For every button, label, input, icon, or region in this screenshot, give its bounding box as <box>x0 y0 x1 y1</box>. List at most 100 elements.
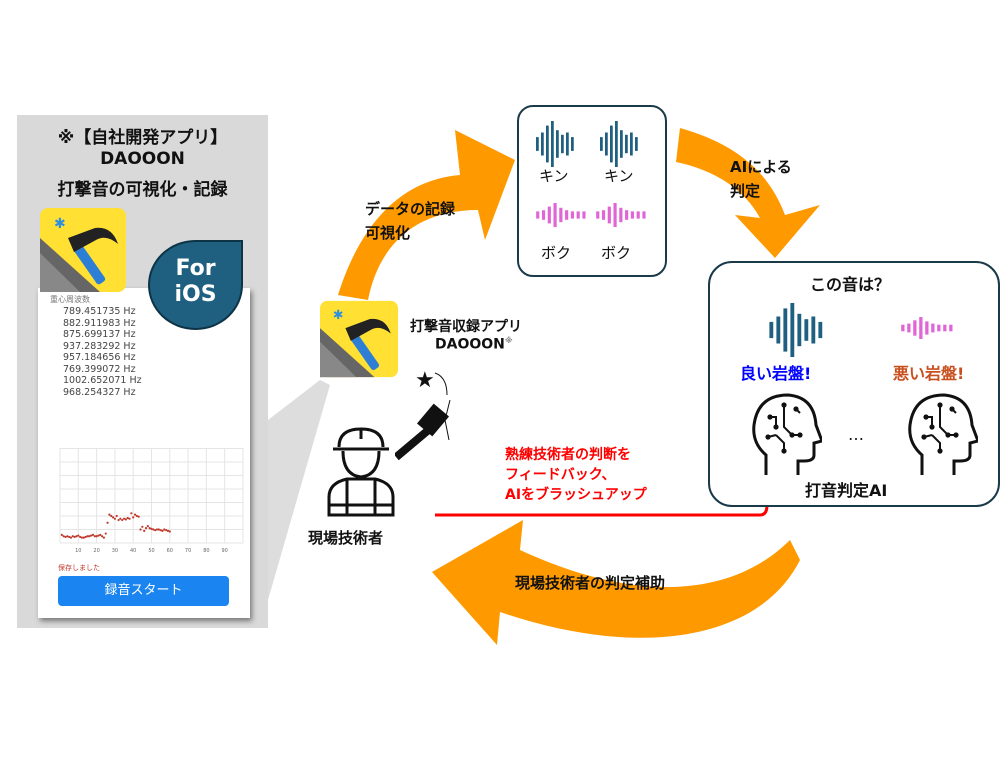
sound-data-box: キン キン ボク ボク <box>517 105 667 277</box>
feedback-line: フィードバック、 <box>505 467 616 483</box>
circuit-node <box>937 448 943 454</box>
record-start-button[interactable]: 録音スタート <box>58 576 229 606</box>
worker-icon <box>327 427 395 517</box>
waveform-bar <box>551 121 554 167</box>
badge-line: For <box>175 256 216 281</box>
data-point <box>106 521 109 524</box>
circuit-node <box>929 424 935 430</box>
waveform-bar <box>943 324 947 332</box>
data-point <box>71 535 74 538</box>
waveform-bar <box>561 134 564 154</box>
data-point <box>66 535 69 538</box>
bad-rock-label: 悪い岩盤! <box>893 364 965 383</box>
data-point <box>117 518 120 522</box>
waveform-bar <box>625 210 629 220</box>
data-point <box>141 525 144 528</box>
data-point <box>161 529 164 532</box>
feedback-text: 熟練技術者の判断を フィードバック、 AIをブラッシュアップ <box>505 445 647 505</box>
data-point <box>166 529 170 532</box>
waveform-bar <box>610 125 613 163</box>
data-point <box>135 514 138 518</box>
waveform-bar <box>570 211 574 219</box>
data-point <box>163 528 166 531</box>
data-point <box>144 527 148 530</box>
waveform-bar <box>565 210 569 220</box>
waveform-bar <box>559 207 563 223</box>
data-point <box>99 533 102 536</box>
circuit-node <box>781 448 787 454</box>
circuit-node <box>945 432 951 438</box>
data-point <box>100 535 104 538</box>
ai-judge-box: この音は？ 良い岩盤! 悪い岩盤! … 打音判定AI <box>708 261 1000 507</box>
waveform-bar <box>769 321 774 339</box>
status-text: 保存しました <box>58 564 100 572</box>
data-point <box>133 513 137 516</box>
waveform-bar <box>566 132 569 156</box>
data-point <box>143 529 146 532</box>
record-label: 可視化 <box>365 224 411 242</box>
panel-title-line: 打撃音の可視化・記録 <box>57 180 228 200</box>
kin-label: キン <box>539 167 569 185</box>
x-tick-label: 80 <box>203 548 209 554</box>
boku-waveform-icon <box>536 203 586 227</box>
waveform-bar <box>636 211 640 219</box>
circuit-node <box>921 434 927 440</box>
data-point <box>80 536 84 539</box>
waveform-bar <box>607 206 611 224</box>
data-point <box>97 534 100 537</box>
data-point <box>137 515 140 518</box>
kin-waveform-icon <box>600 121 638 167</box>
frequency-item: 769.399072 Hz <box>63 363 136 375</box>
data-point <box>115 514 118 518</box>
waveform-bar <box>615 121 618 167</box>
data-point <box>121 518 124 522</box>
waveform-bar <box>804 319 809 341</box>
frequency-item: 882.911983 Hz <box>63 317 136 329</box>
waveform-bar <box>582 211 586 219</box>
waveform-bar <box>925 321 929 335</box>
svg-text:✱: ✱ <box>54 216 66 232</box>
frequency-item: 789.451735 Hz <box>63 306 136 317</box>
data-point <box>108 513 111 516</box>
data-point <box>62 535 65 538</box>
boku-waveform-icon <box>901 317 953 339</box>
data-point <box>60 533 63 536</box>
frequency-item: 875.699137 Hz <box>63 329 136 340</box>
data-point <box>110 514 113 518</box>
x-tick-label: 30 <box>112 548 118 554</box>
head-outline <box>908 393 978 475</box>
ai-box-title: 打音判定AI <box>805 481 888 500</box>
waveform-bar <box>901 324 905 332</box>
app-name-line2: DAOOON※ <box>435 336 513 353</box>
waveform-bar <box>783 308 788 352</box>
data-point <box>159 529 162 532</box>
data-point <box>95 535 98 538</box>
data-point <box>122 517 126 520</box>
data-point <box>69 536 73 539</box>
waveform-bar <box>625 134 628 154</box>
waveform-bar <box>600 137 603 151</box>
waveform-bar <box>797 313 802 347</box>
waveform-bar <box>630 211 634 219</box>
data-point <box>128 517 131 520</box>
waveform-bar <box>949 324 953 332</box>
svg-text:★: ★ <box>415 368 435 393</box>
data-point <box>111 516 115 519</box>
data-point <box>165 529 168 532</box>
data-point <box>84 535 87 539</box>
data-point <box>132 516 135 519</box>
waveform-bar <box>536 137 539 151</box>
data-point <box>104 532 107 535</box>
circuit-node <box>953 432 959 438</box>
data-point <box>93 535 96 538</box>
assist-label: 現場技術者の判定補助 <box>515 574 666 592</box>
waveform-bar <box>546 125 549 163</box>
waveform-bar <box>619 207 623 223</box>
circuit-node <box>923 414 929 420</box>
feedback-line: 熟練技術者の判断を <box>505 447 631 463</box>
app-icon: ✱ <box>40 208 126 292</box>
hammer-strike-icon: ★ <box>395 368 451 461</box>
data-point <box>102 536 106 539</box>
